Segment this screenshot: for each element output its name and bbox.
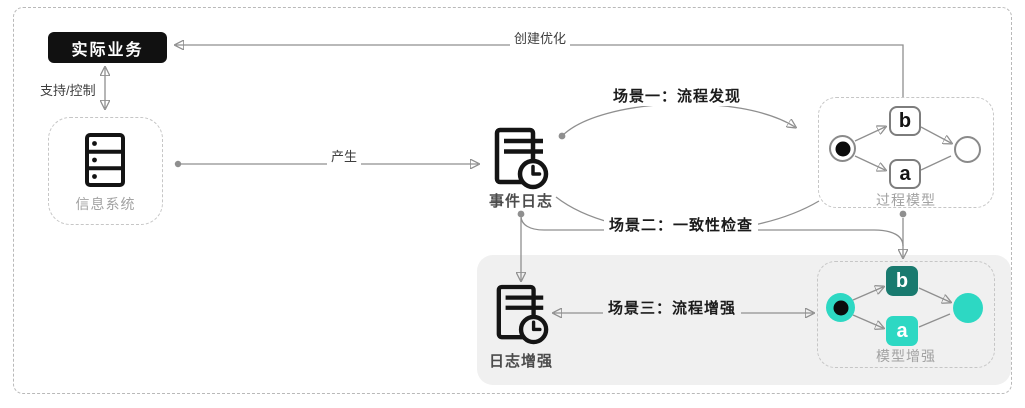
model-enhance-box bbox=[817, 261, 995, 368]
pm-start-place bbox=[829, 135, 856, 162]
me-start-to-a bbox=[852, 314, 883, 328]
create-optimize-arrow bbox=[176, 45, 904, 97]
pm-task-a: a bbox=[889, 159, 921, 189]
me-start-token bbox=[833, 300, 848, 315]
actual-business-label: 实际业务 bbox=[71, 41, 144, 59]
pm-start-to-b bbox=[854, 127, 885, 142]
scenario1-arc bbox=[561, 103, 795, 137]
scenario1-label: 场景一：流程发现 bbox=[607, 85, 747, 106]
pm-task-a-label: a bbox=[899, 163, 911, 185]
me-a-to-end bbox=[918, 313, 951, 328]
process-model-dot bbox=[899, 210, 907, 218]
me-b-to-end bbox=[918, 287, 950, 302]
produce-label: 产生 bbox=[326, 146, 362, 165]
me-task-b-label: b bbox=[895, 270, 909, 292]
log-enhance-label: 日志增强 bbox=[488, 353, 554, 370]
produce-start-dot bbox=[174, 160, 182, 168]
process-model-label: 过程模型 bbox=[876, 192, 936, 208]
scenario2-label: 场景二：一致性检查 bbox=[603, 214, 759, 235]
info-system-box bbox=[48, 117, 163, 225]
model-enhance-label: 模型增强 bbox=[876, 348, 936, 364]
create-optimize-label: 创建优化 bbox=[509, 28, 571, 47]
pm-b-to-end bbox=[920, 126, 951, 143]
log-enhance-icon bbox=[496, 284, 549, 345]
me-task-a-label: a bbox=[896, 320, 908, 342]
me-start-place bbox=[826, 293, 855, 322]
pm-start-token bbox=[835, 141, 850, 156]
pm-start-to-a bbox=[854, 155, 885, 170]
me-end-place bbox=[953, 293, 983, 323]
event-log-dot bbox=[517, 210, 525, 218]
event-log-icon bbox=[494, 127, 549, 190]
pm-a-to-end bbox=[920, 155, 952, 171]
event-log-label: 事件日志 bbox=[488, 193, 554, 210]
info-system-label: 信息系统 bbox=[75, 196, 136, 212]
me-start-to-b bbox=[852, 287, 883, 301]
me-task-a: a bbox=[886, 316, 918, 346]
pm-task-b: b bbox=[889, 106, 921, 136]
server-icon bbox=[85, 133, 125, 187]
pm-task-b-label: b bbox=[898, 110, 912, 132]
enhancement-panel bbox=[477, 255, 1011, 385]
support-control-label: 支持/控制 bbox=[36, 80, 100, 99]
me-task-b: b bbox=[886, 266, 918, 296]
scenario3-label: 场景三：流程增强 bbox=[602, 297, 742, 318]
diagram-border bbox=[13, 7, 1012, 394]
actual-business-node: 实际业务 bbox=[48, 32, 167, 63]
process-model-box bbox=[818, 97, 994, 208]
pm-end-place bbox=[954, 136, 981, 163]
